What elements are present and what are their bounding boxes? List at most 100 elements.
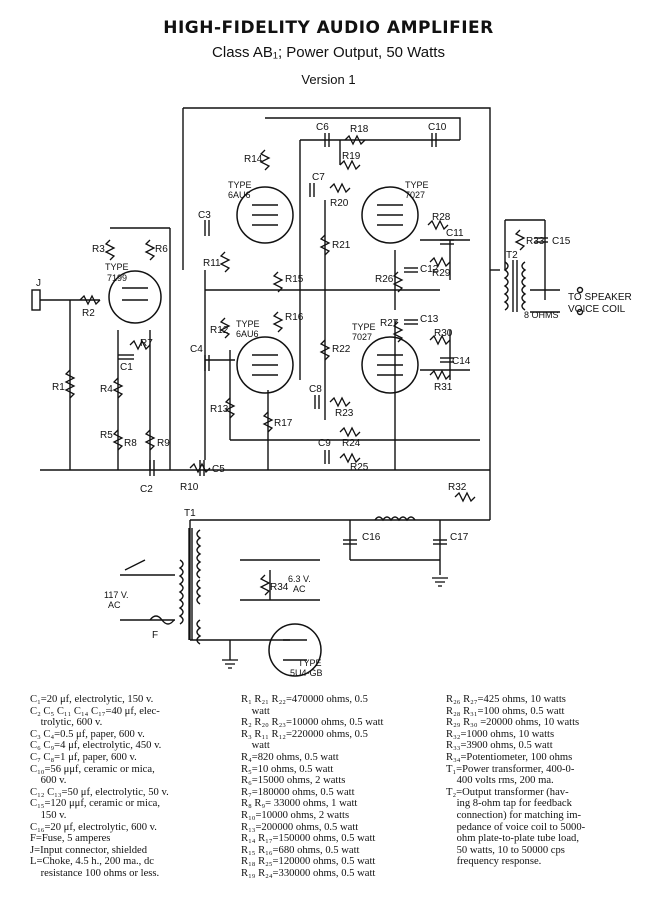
parts-list-capacitors: C₁=20 μf, electrolytic, 150 v.C₂ C₅ C₁₁ … [30,694,235,880]
parts-list-line: R₁₈ R₂₅=120000 ohms, 0.5 watt [241,856,376,868]
diagram-subtitle: Class AB₁; Power Output, 50 Watts [212,44,445,61]
label-input-jack: J [36,278,41,289]
schematic-diagram: TYPE 7199 TYPE 6AU6 TYPE 6AU6 TYPE 7027 … [31,107,632,678]
b-plus-bus [183,107,491,520]
power-switch [124,559,146,571]
label-c2: C2 [140,484,153,495]
label-tube-v3: 6AU6 [236,329,259,339]
ground-symbols [222,577,448,669]
label-c9: C9 [318,438,331,449]
parts-list-line: 150 v. [30,809,67,821]
parts-list-line: R₅=10 ohms, 0.5 watt [241,763,334,775]
parts-list-line: T₁=Power transformer, 400-0- [446,763,575,775]
parts-list-line: R₂₈ R₃₁=100 ohms, 0.5 watt [446,705,565,717]
parts-list-line: R₁₄ R₁₇=150000 ohms, 0.5 watt [241,833,376,845]
parts-list-line: C₁₂ C₁₃=50 μf, electrolytic, 50 v. [30,786,169,798]
label-c13: C13 [420,314,439,325]
parts-list-line: C₁₀=56 μμf, ceramic or mica, [30,763,155,775]
label-r11: R11 [203,258,221,269]
label-t1: T1 [184,508,196,519]
parts-list-line: 50 watts, 10 to 50000 cps [446,844,565,856]
label-to-speaker: TO SPEAKER [568,292,632,303]
label-r18: R18 [350,124,369,135]
parts-list-line: connection) for matching im- [446,809,582,821]
label-rectifier: 5U4-GB [290,668,323,678]
parts-list-line: 400 volts rms, 200 ma. [446,775,554,787]
label-r14: R14 [244,154,263,165]
label-r31: R31 [434,382,453,393]
parts-list-line: R₂₉ R₃₀ =20000 ohms, 10 watts [446,717,580,729]
parts-list-line: R₁₃=200000 ohms, 0.5 watt [241,821,359,833]
speaker-terminal-2 [576,308,584,316]
label-tube-v2-type: TYPE [228,180,252,190]
label-r13: R13 [210,404,229,415]
label-c8: C8 [309,384,322,395]
label-r25: R25 [350,462,369,473]
tube-rectifier [268,623,322,677]
parts-list-line: R₈ R₉= 33000 ohms, 1 watt [241,798,358,810]
parts-list-line: ing 8-ohm tap for feedback [446,798,572,810]
parts-list-line: watt [241,740,270,752]
parts-list-line: R₁₉ R₂₄=330000 ohms, 0.5 watt [241,867,376,879]
parts-list-line: pedance of voice coil to 5000- [446,821,586,833]
label-r1: R1 [52,382,65,393]
label-r9: R9 [157,438,170,449]
parts-list-line: frequency response. [446,856,542,868]
label-tube-v1: 7199 [107,273,127,283]
label-c15: C15 [552,236,571,247]
label-r6: R6 [155,244,168,255]
parts-list-line: C₁=20 μf, electrolytic, 150 v. [30,694,154,705]
label-c6: C6 [316,122,329,133]
label-r33: R33 [526,236,545,247]
tube-v1 [108,270,162,324]
parts-list-line: R₁₀=10000 ohms, 2 watts [241,809,350,821]
tube-v2 [236,186,294,244]
parts-list-line: C₆ C₉=4 μf, electrolytic, 450 v. [30,740,162,752]
parts-list-line: F=Fuse, 5 amperes [30,833,111,845]
resistors [64,134,526,596]
label-c3: C3 [198,210,211,221]
label-r5: R5 [100,430,113,441]
label-r12: R12 [210,325,229,336]
parts-list-line: R₃ R₁₁ R₁₂=220000 ohms, 0.5 [241,728,368,740]
capacitors [118,133,548,545]
parts-list-line: trolytic, 600 v. [30,717,103,729]
label-c14: C14 [452,356,471,367]
label-r26: R26 [375,274,394,285]
parts-list-line: R₂ R₂₀ R₂₃=10000 ohms, 0.5 watt [241,717,384,729]
label-tube-v5: 7027 [352,332,372,342]
parts-list-line: R₃₄=Potentiometer, 100 ohms [446,751,573,763]
parts-list-line: T₂=Output transformer (hav- [446,786,569,798]
parts-list-line: C₇ C₈=1 μf, paper, 600 v. [30,751,137,763]
parts-list-line: 600 v. [30,775,67,787]
label-c17: C17 [450,532,469,543]
parts-list-line: R₄=820 ohms, 0.5 watt [241,751,339,763]
label-tube-v4-type: TYPE [405,180,429,190]
label-r16: R16 [285,312,304,323]
label-c1: C1 [120,362,133,373]
label-tube-v2: 6AU6 [228,190,251,200]
label-mains-ac: AC [108,600,121,610]
parts-list-line: C₁₆=20 μf, electrolytic, 600 v. [30,821,157,833]
fuse [149,615,175,625]
parts-list-line: ohm plate-to-plate tube load, [446,833,579,845]
vacuum-tubes [108,186,419,677]
label-r29: R29 [432,268,451,279]
label-r27: R27 [380,318,399,329]
parts-list-line: watt [241,705,270,717]
parts-list-line: R₇=180000 ohms, 0.5 watt [241,786,355,798]
label-tube-v5-type: TYPE [352,322,376,332]
parts-list-line: C₃ C₄=0.5 μf, paper, 600 v. [30,728,145,740]
label-tube-v3-type: TYPE [236,319,260,329]
label-c16: C16 [362,532,381,543]
transformers [178,260,527,645]
label-t2: T2 [506,250,518,261]
parts-list-line: R₆=15000 ohms, 2 watts [241,775,346,787]
tube-v5 [361,336,419,394]
parts-list-line: R₃₂=1000 ohms, 10 watts [446,728,555,740]
tube-v4 [361,186,419,244]
label-r34: R34 [270,582,289,593]
label-r17: R17 [274,418,293,429]
label-r15: R15 [285,274,304,285]
